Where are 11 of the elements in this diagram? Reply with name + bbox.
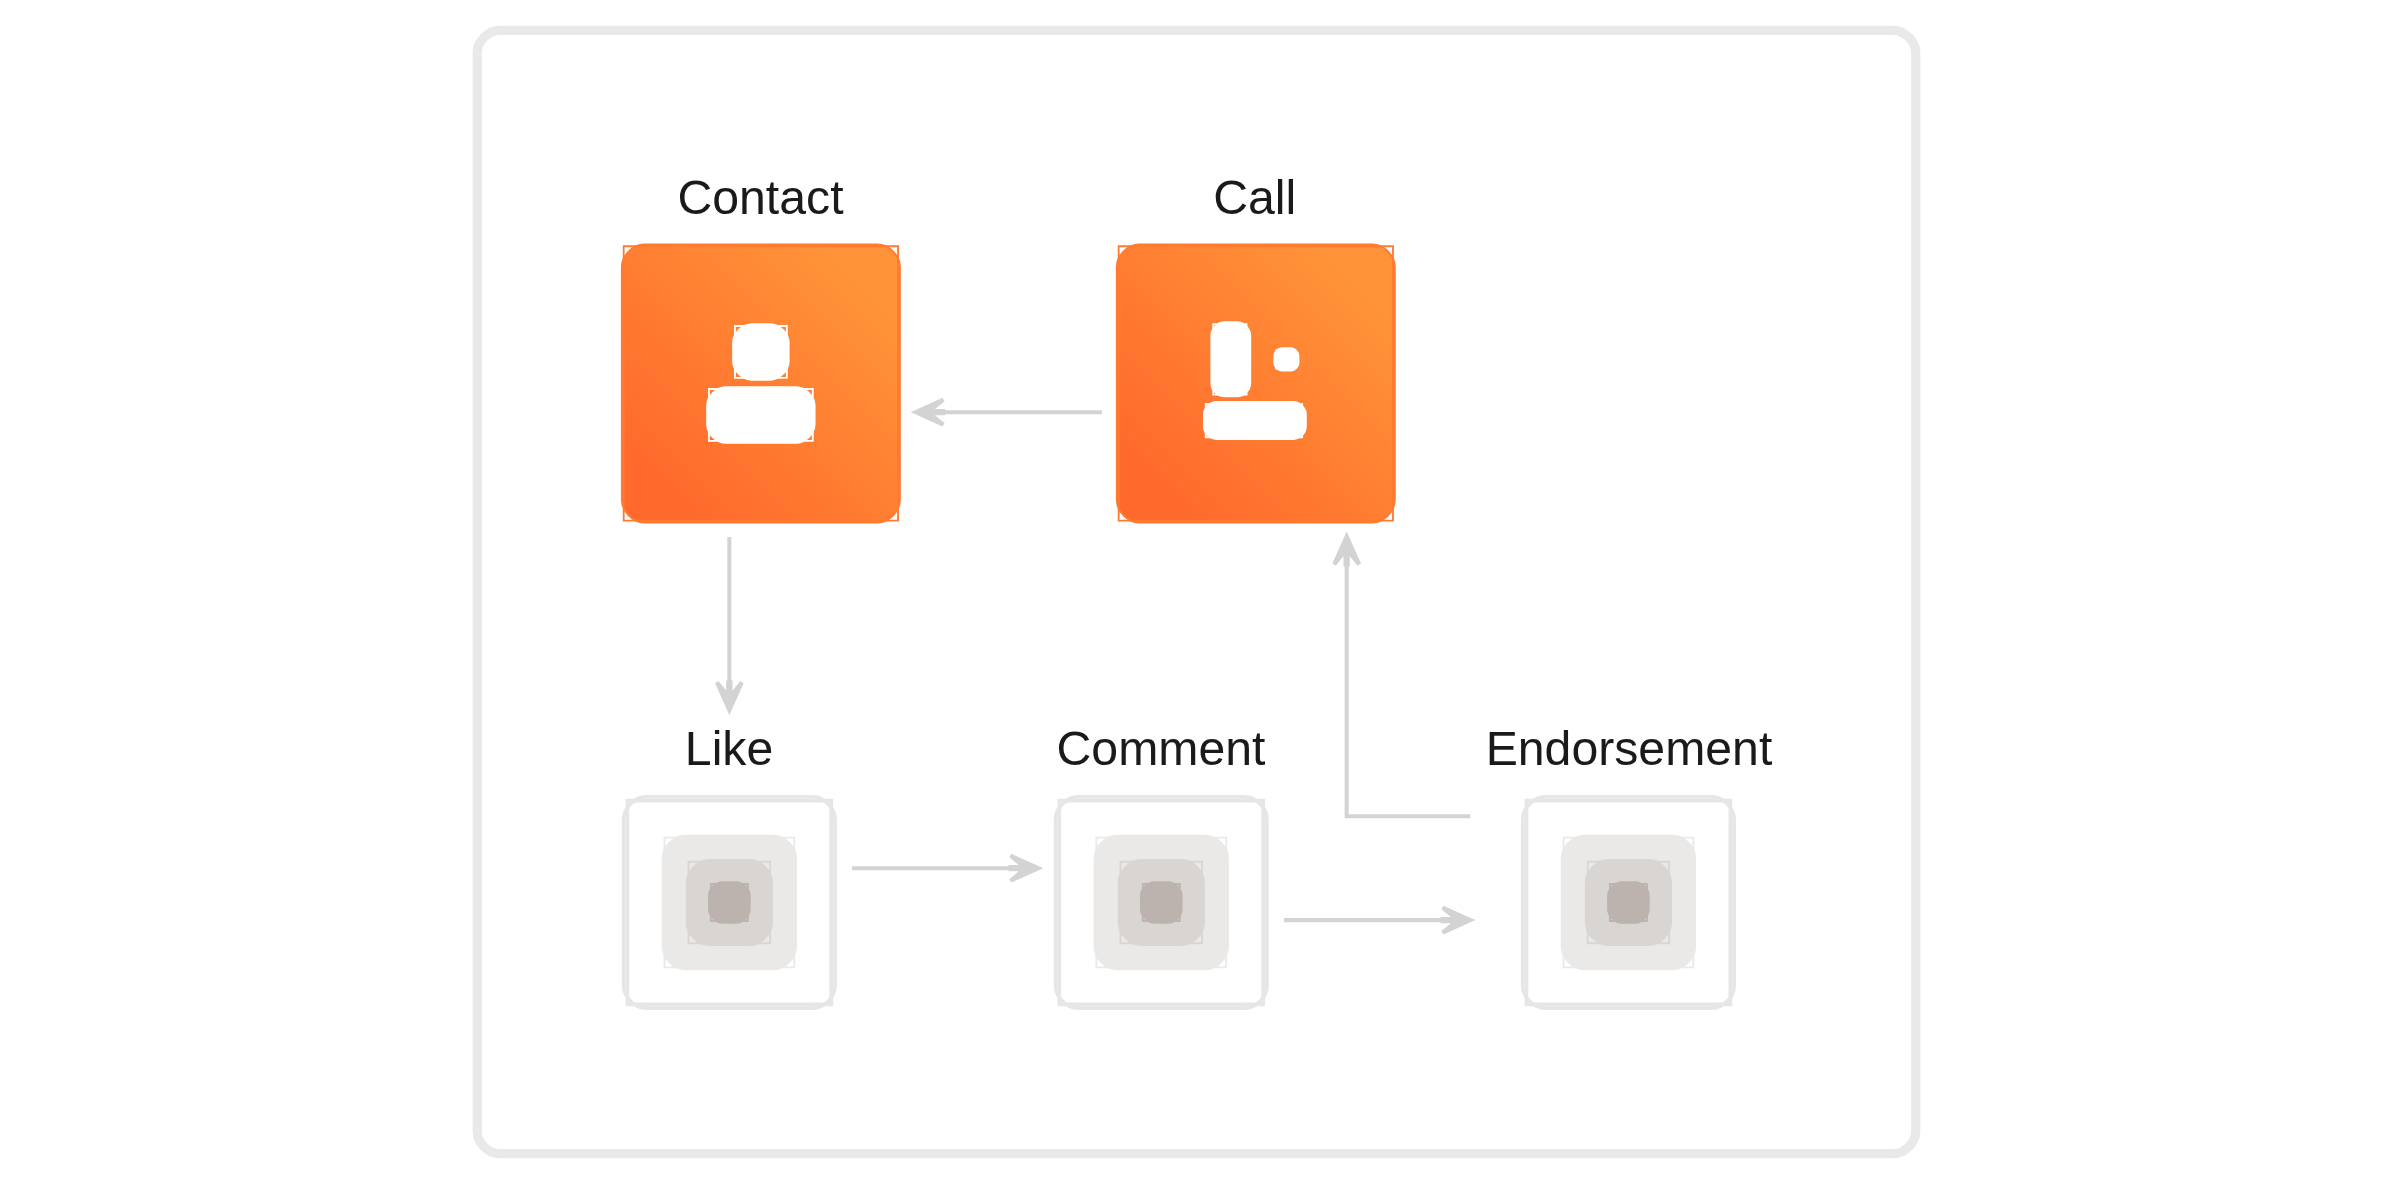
node-label: Comment — [1056, 720, 1265, 775]
node-label: Call — [1212, 170, 1296, 225]
arrow — [1331, 534, 1470, 819]
node-label: Contact — [676, 170, 844, 225]
arrow — [1283, 905, 1472, 935]
node-label: Like — [684, 720, 773, 775]
arrow — [851, 853, 1040, 883]
arrow — [913, 397, 1102, 427]
cluster — [472, 25, 1920, 1159]
arrow — [714, 537, 744, 713]
node-label: Endorsement — [1485, 720, 1772, 775]
